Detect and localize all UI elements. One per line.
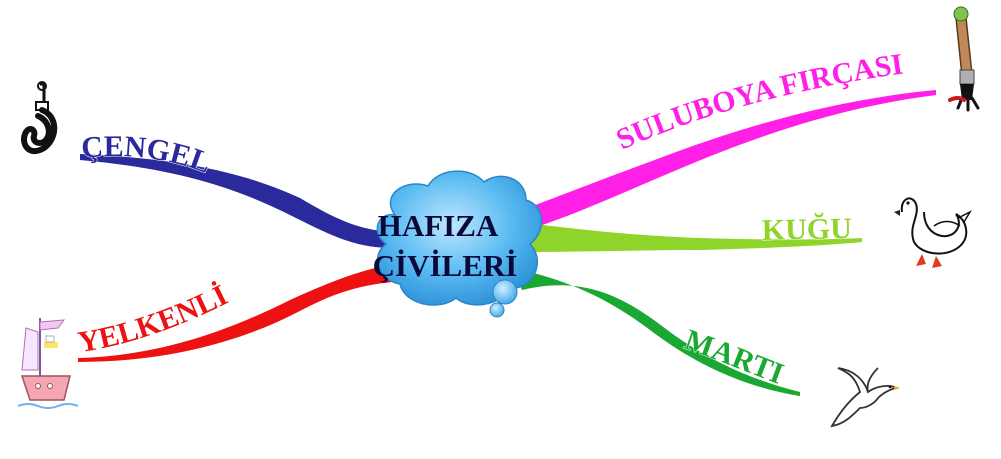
branch-kugu <box>520 222 862 252</box>
branch-label-kugu: KUĞU <box>761 212 852 247</box>
center-cloud: HAFIZA ÇİVİLERİ <box>373 170 543 318</box>
branch-kugu-ribbon <box>520 222 862 252</box>
branch-suluboya-ribbon <box>490 90 936 238</box>
branch-yelkenli <box>78 264 392 362</box>
branch-yelkenli-ribbon <box>78 264 392 362</box>
paintbrush-icon <box>948 6 980 112</box>
center-title-line1: HAFIZA <box>378 208 499 243</box>
branch-cengel <box>80 154 392 248</box>
branch-label-marti: MARTI <box>681 323 788 390</box>
swan-icon <box>894 197 972 268</box>
branch-suluboya <box>490 90 936 238</box>
cloud-shape <box>376 170 543 306</box>
cloud-bubble-large <box>492 279 518 305</box>
cloud-bubble-small <box>489 302 505 318</box>
branch-label-yelkenli: YELKENLİ <box>76 278 233 359</box>
branch-marti-ribbon <box>512 268 800 396</box>
branch-marti <box>512 268 800 396</box>
seagull-icon <box>830 367 900 428</box>
sailboat-icon <box>17 318 79 409</box>
hook-icon <box>21 81 58 155</box>
center-title-line2: ÇİVİLERİ <box>373 248 518 283</box>
branch-cengel-ribbon <box>80 154 392 248</box>
branch-label-cengel: ÇENGEL <box>80 130 215 180</box>
